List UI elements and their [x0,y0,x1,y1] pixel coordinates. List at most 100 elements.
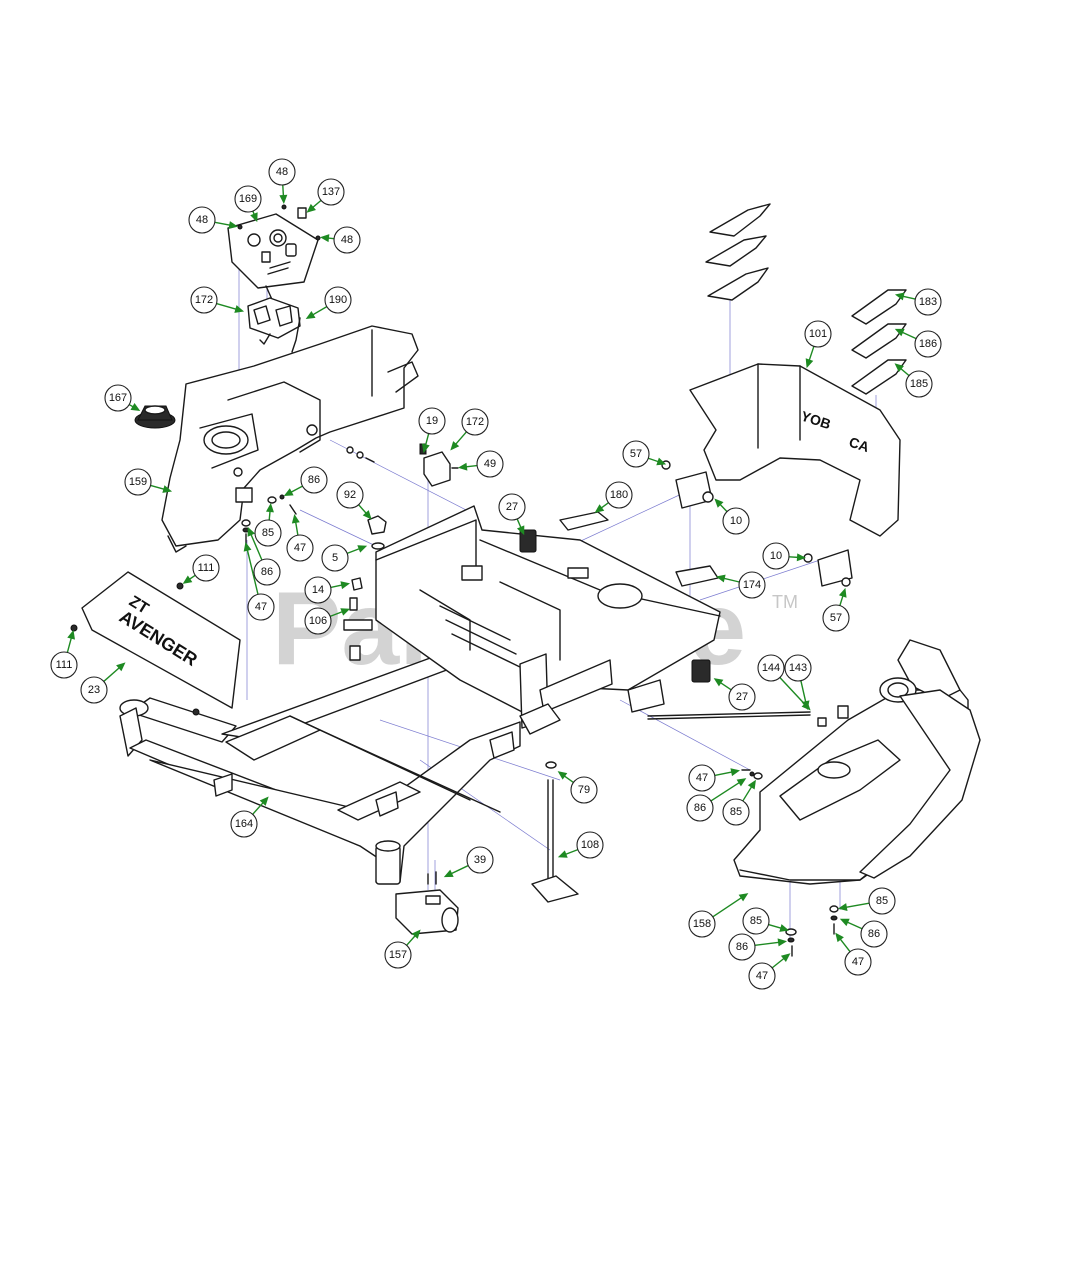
callout-circle[interactable] [914,330,942,358]
callout-circle[interactable] [304,607,332,635]
callout-57[interactable]: 57 [822,604,850,632]
callout-86[interactable]: 86 [300,466,328,494]
callout-circle[interactable] [300,466,328,494]
callout-circle[interactable] [860,920,888,948]
callout-circle[interactable] [234,185,262,213]
callout-circle[interactable] [905,370,933,398]
callout-172[interactable]: 172 [190,286,218,314]
callout-10[interactable]: 10 [722,507,750,535]
callout-circle[interactable] [762,542,790,570]
callout-circle[interactable] [605,481,633,509]
callout-172[interactable]: 172 [461,408,489,436]
callout-circle[interactable] [868,887,896,915]
callout-86[interactable]: 86 [686,794,714,822]
callout-85[interactable]: 85 [254,519,282,547]
callout-47[interactable]: 47 [247,593,275,621]
callout-23[interactable]: 23 [80,676,108,704]
callout-86[interactable]: 86 [728,933,756,961]
callout-108[interactable]: 108 [576,831,604,859]
callout-circle[interactable] [728,683,756,711]
callout-169[interactable]: 169 [234,185,262,213]
callout-164[interactable]: 164 [230,810,258,838]
callout-circle[interactable] [570,776,598,804]
callout-circle[interactable] [757,654,785,682]
callout-circle[interactable] [844,948,872,976]
callout-circle[interactable] [317,178,345,206]
callout-circle[interactable] [742,907,770,935]
callout-circle[interactable] [268,158,296,186]
callout-circle[interactable] [688,910,716,938]
callout-circle[interactable] [333,226,361,254]
callout-circle[interactable] [461,408,489,436]
callout-circle[interactable] [324,286,352,314]
callout-49[interactable]: 49 [476,450,504,478]
callout-circle[interactable] [124,468,152,496]
callout-111[interactable]: 111 [192,554,220,582]
callout-86[interactable]: 86 [253,558,281,586]
callout-101[interactable]: 101 [804,320,832,348]
callout-circle[interactable] [304,576,332,604]
callout-186[interactable]: 186 [914,330,942,358]
callout-circle[interactable] [384,941,412,969]
callout-circle[interactable] [418,407,446,435]
callout-180[interactable]: 180 [605,481,633,509]
callout-circle[interactable] [722,798,750,826]
callout-185[interactable]: 185 [905,370,933,398]
callout-circle[interactable] [822,604,850,632]
callout-47[interactable]: 47 [688,764,716,792]
callout-circle[interactable] [253,558,281,586]
callout-48[interactable]: 48 [268,158,296,186]
callout-5[interactable]: 5 [321,544,349,572]
callout-57[interactable]: 57 [622,440,650,468]
callout-circle[interactable] [804,320,832,348]
callout-circle[interactable] [722,507,750,535]
callout-circle[interactable] [286,534,314,562]
callout-158[interactable]: 158 [688,910,716,938]
callout-circle[interactable] [190,286,218,314]
callout-143[interactable]: 143 [784,654,812,682]
callout-19[interactable]: 19 [418,407,446,435]
callout-144[interactable]: 144 [757,654,785,682]
callout-14[interactable]: 14 [304,576,332,604]
callout-circle[interactable] [498,493,526,521]
callout-85[interactable]: 85 [868,887,896,915]
callout-48[interactable]: 48 [188,206,216,234]
callout-190[interactable]: 190 [324,286,352,314]
callout-circle[interactable] [476,450,504,478]
callout-circle[interactable] [230,810,258,838]
callout-86[interactable]: 86 [860,920,888,948]
callout-circle[interactable] [188,206,216,234]
callout-circle[interactable] [336,481,364,509]
callout-47[interactable]: 47 [844,948,872,976]
callout-157[interactable]: 157 [384,941,412,969]
callout-10[interactable]: 10 [762,542,790,570]
callout-circle[interactable] [748,962,776,990]
callout-circle[interactable] [466,846,494,874]
callout-circle[interactable] [728,933,756,961]
callout-circle[interactable] [50,651,78,679]
callout-circle[interactable] [622,440,650,468]
callout-circle[interactable] [738,571,766,599]
callout-circle[interactable] [688,764,716,792]
callout-85[interactable]: 85 [742,907,770,935]
callout-circle[interactable] [914,288,942,316]
callout-167[interactable]: 167 [104,384,132,412]
callout-circle[interactable] [254,519,282,547]
callout-85[interactable]: 85 [722,798,750,826]
callout-circle[interactable] [192,554,220,582]
callout-circle[interactable] [784,654,812,682]
callout-183[interactable]: 183 [914,288,942,316]
callout-111[interactable]: 111 [50,651,78,679]
callout-48[interactable]: 48 [333,226,361,254]
callout-137[interactable]: 137 [317,178,345,206]
callout-47[interactable]: 47 [748,962,776,990]
callout-27[interactable]: 27 [728,683,756,711]
callout-circle[interactable] [321,544,349,572]
callout-79[interactable]: 79 [570,776,598,804]
callout-39[interactable]: 39 [466,846,494,874]
callout-92[interactable]: 92 [336,481,364,509]
callout-47[interactable]: 47 [286,534,314,562]
callout-circle[interactable] [104,384,132,412]
callout-circle[interactable] [576,831,604,859]
callout-159[interactable]: 159 [124,468,152,496]
